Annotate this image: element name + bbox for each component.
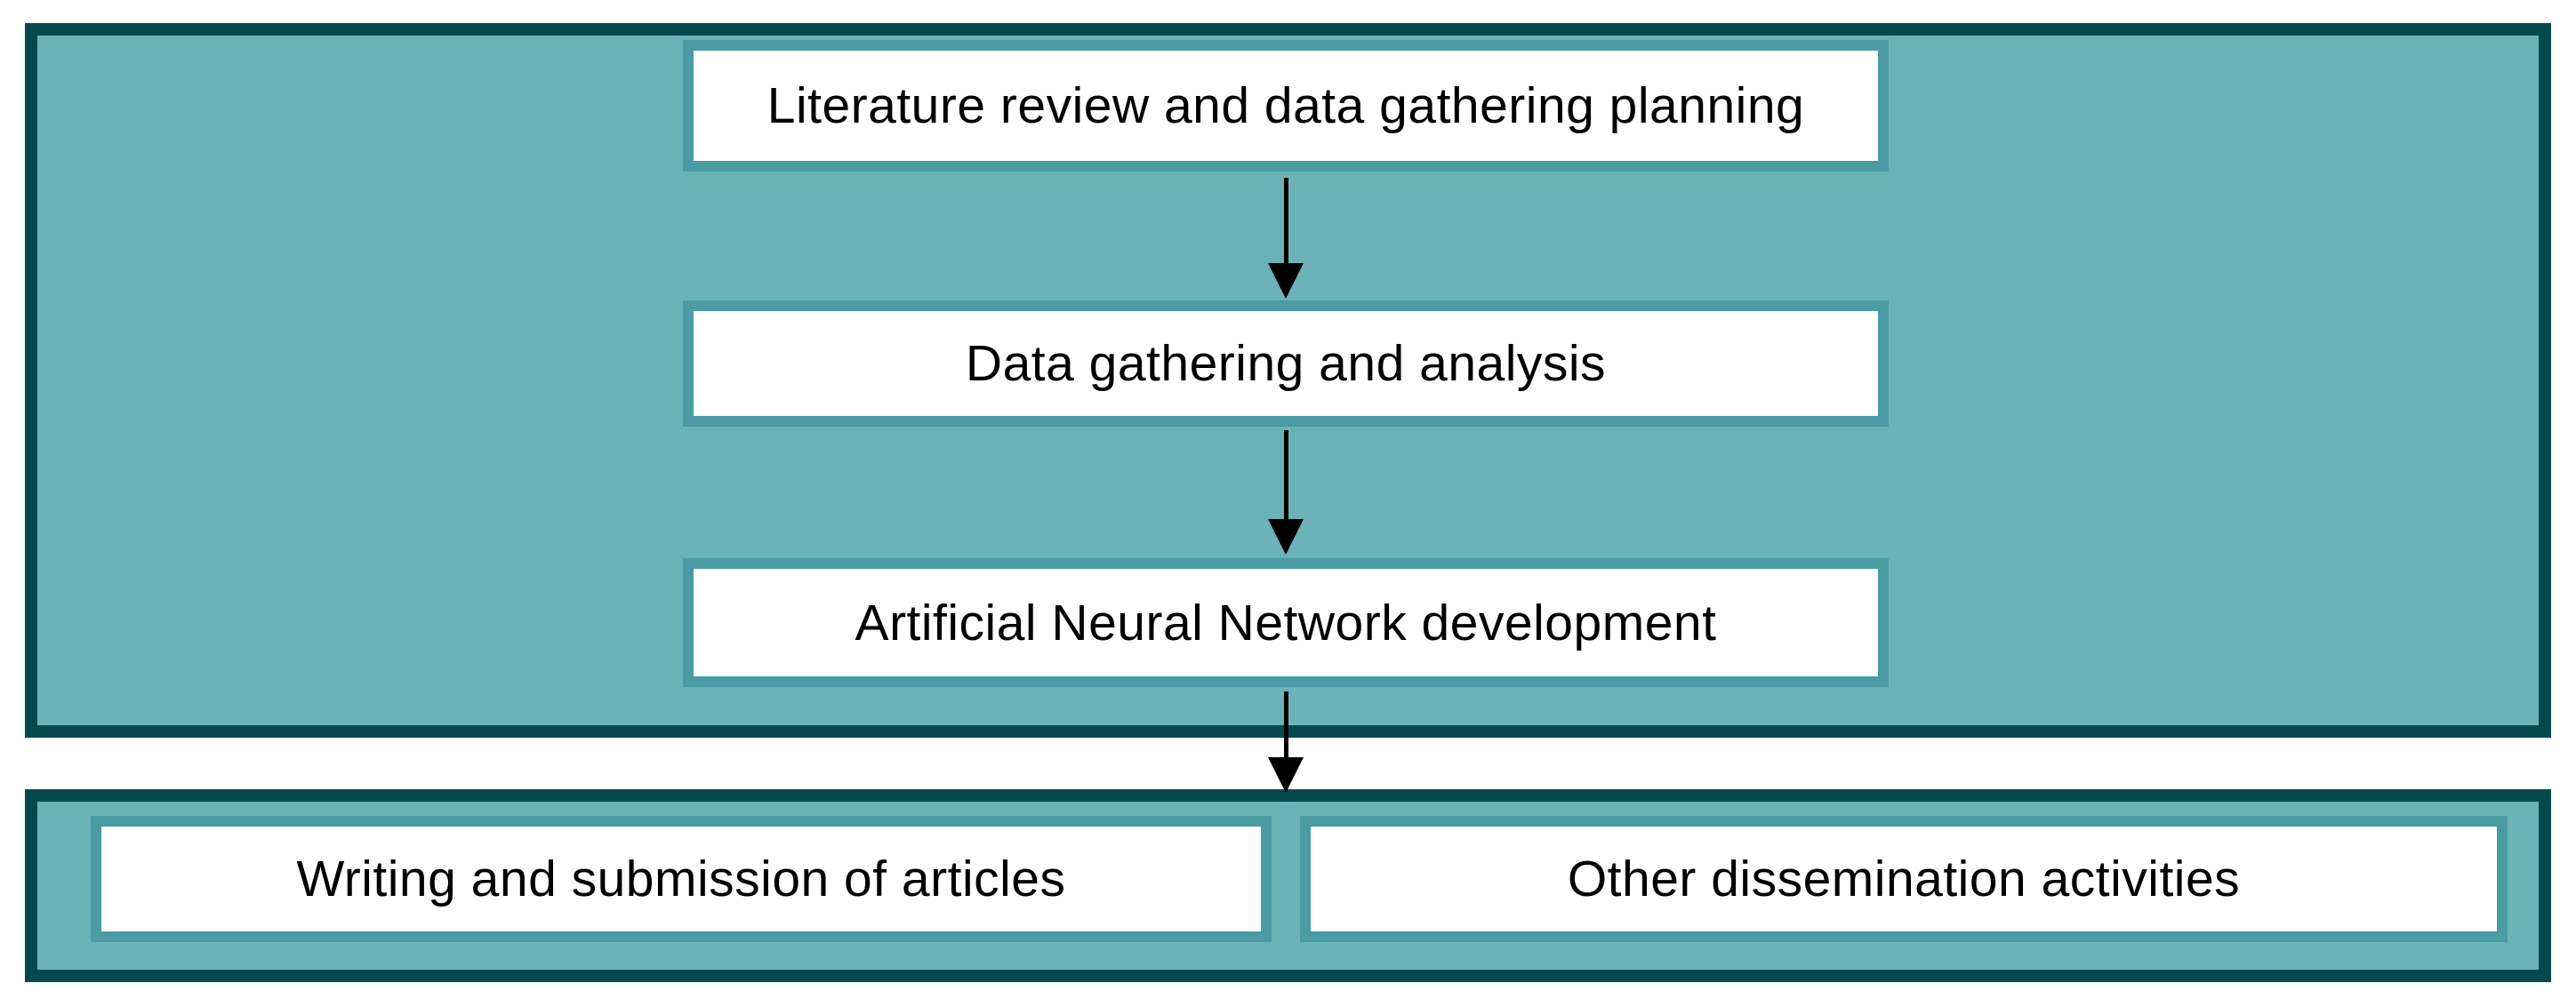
flow-box-ann-development: Artificial Neural Network development: [683, 558, 1889, 687]
flow-box-label: Other dissemination activities: [1567, 851, 2241, 907]
flow-box-label: Data gathering and analysis: [965, 335, 1607, 392]
arrow-shaft: [1283, 178, 1288, 263]
arrow-head-icon: [1268, 757, 1304, 793]
flow-arrow-down-3: [1268, 691, 1304, 793]
arrow-shaft: [1283, 430, 1288, 519]
arrow-head-icon: [1268, 519, 1304, 555]
arrow-shaft: [1283, 691, 1288, 757]
flow-box-label: Writing and submission of articles: [296, 851, 1066, 907]
flow-box-label: Artificial Neural Network development: [855, 594, 1717, 651]
flow-box-literature-review: Literature review and data gathering pla…: [683, 40, 1889, 172]
arrow-head-icon: [1268, 263, 1304, 299]
flow-box-writing-articles: Writing and submission of articles: [91, 816, 1272, 942]
flow-box-data-gathering: Data gathering and analysis: [683, 300, 1889, 427]
flow-box-label: Literature review and data gathering pla…: [766, 77, 1805, 134]
flow-arrow-down-2: [1268, 430, 1304, 555]
flow-arrow-down-1: [1268, 178, 1304, 299]
flow-box-dissemination: Other dissemination activities: [1300, 816, 2508, 942]
